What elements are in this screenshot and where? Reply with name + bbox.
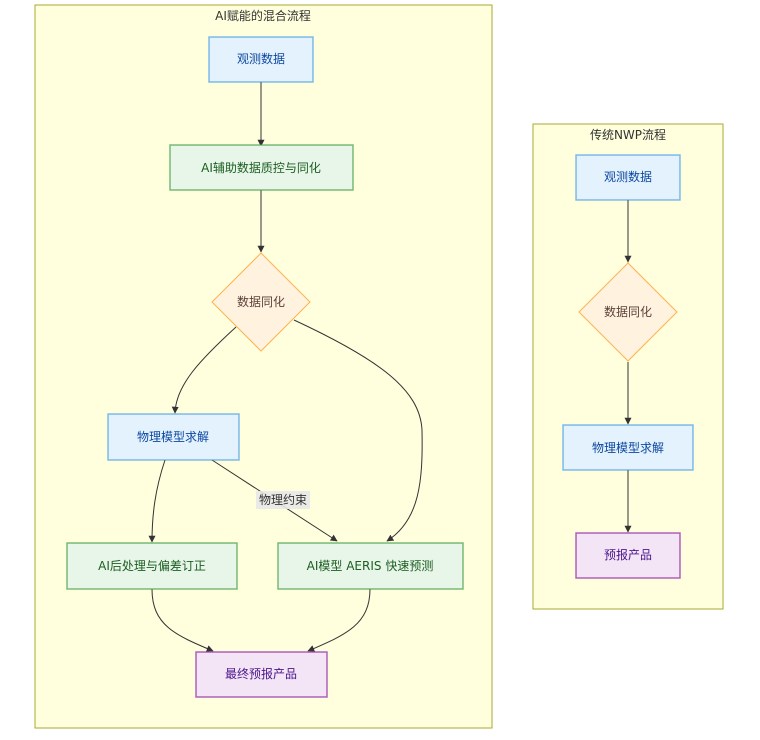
node-label: 观测数据 bbox=[604, 169, 652, 184]
node-t-prod[interactable]: 预报产品 bbox=[575, 532, 681, 579]
node-t-obs[interactable]: 观测数据 bbox=[575, 154, 681, 201]
node-label: 预报产品 bbox=[604, 547, 652, 562]
node-t-phys[interactable]: 物理模型求解 bbox=[562, 424, 694, 471]
node-h-obs[interactable]: 观测数据 bbox=[208, 36, 314, 83]
node-h-final[interactable]: 最终预报产品 bbox=[195, 651, 328, 698]
node-label: 物理模型求解 bbox=[592, 441, 664, 455]
edge-da-to-phys bbox=[171, 326, 237, 414]
edge-label-text: 物理约束 bbox=[259, 492, 307, 507]
node-label: 物理模型求解 bbox=[137, 430, 209, 444]
edge-phys-to-post bbox=[148, 459, 166, 543]
node-h-post[interactable]: AI后处理与偏差订正 bbox=[66, 542, 238, 590]
edge-aeris-to-final bbox=[307, 588, 371, 652]
subgraph-hybrid-box bbox=[34, 4, 493, 729]
subgraph-hybrid: AI赋能的混合流程 bbox=[34, 4, 493, 729]
node-label: 最终预报产品 bbox=[225, 666, 297, 681]
node-h-da[interactable]: 数据同化 bbox=[211, 252, 311, 352]
subgraph-hybrid-title: AI赋能的混合流程 bbox=[215, 8, 311, 23]
node-h-qc[interactable]: AI辅助数据质控与同化 bbox=[169, 144, 354, 191]
node-label: 数据同化 bbox=[604, 304, 652, 319]
node-label: 观测数据 bbox=[237, 51, 285, 66]
subgraph-traditional-title: 传统NWP流程 bbox=[590, 127, 666, 142]
edges-hybrid bbox=[148, 82, 423, 652]
node-label: 数据同化 bbox=[237, 294, 285, 309]
edge-label-background bbox=[256, 491, 310, 509]
node-label: AI后处理与偏差订正 bbox=[98, 558, 206, 573]
node-h-aeris[interactable]: AI模型 AERIS 快速预测 bbox=[277, 542, 464, 590]
edge-label-physical-constraint: 物理约束 bbox=[256, 491, 310, 509]
node-label: AI模型 AERIS 快速预测 bbox=[307, 559, 434, 573]
edge-post-to-final bbox=[151, 588, 214, 652]
node-t-da[interactable]: 数据同化 bbox=[578, 262, 678, 362]
node-label: AI辅助数据质控与同化 bbox=[201, 160, 321, 175]
node-h-phys[interactable]: 物理模型求解 bbox=[107, 413, 240, 461]
edge-da-to-aeris bbox=[293, 319, 423, 542]
